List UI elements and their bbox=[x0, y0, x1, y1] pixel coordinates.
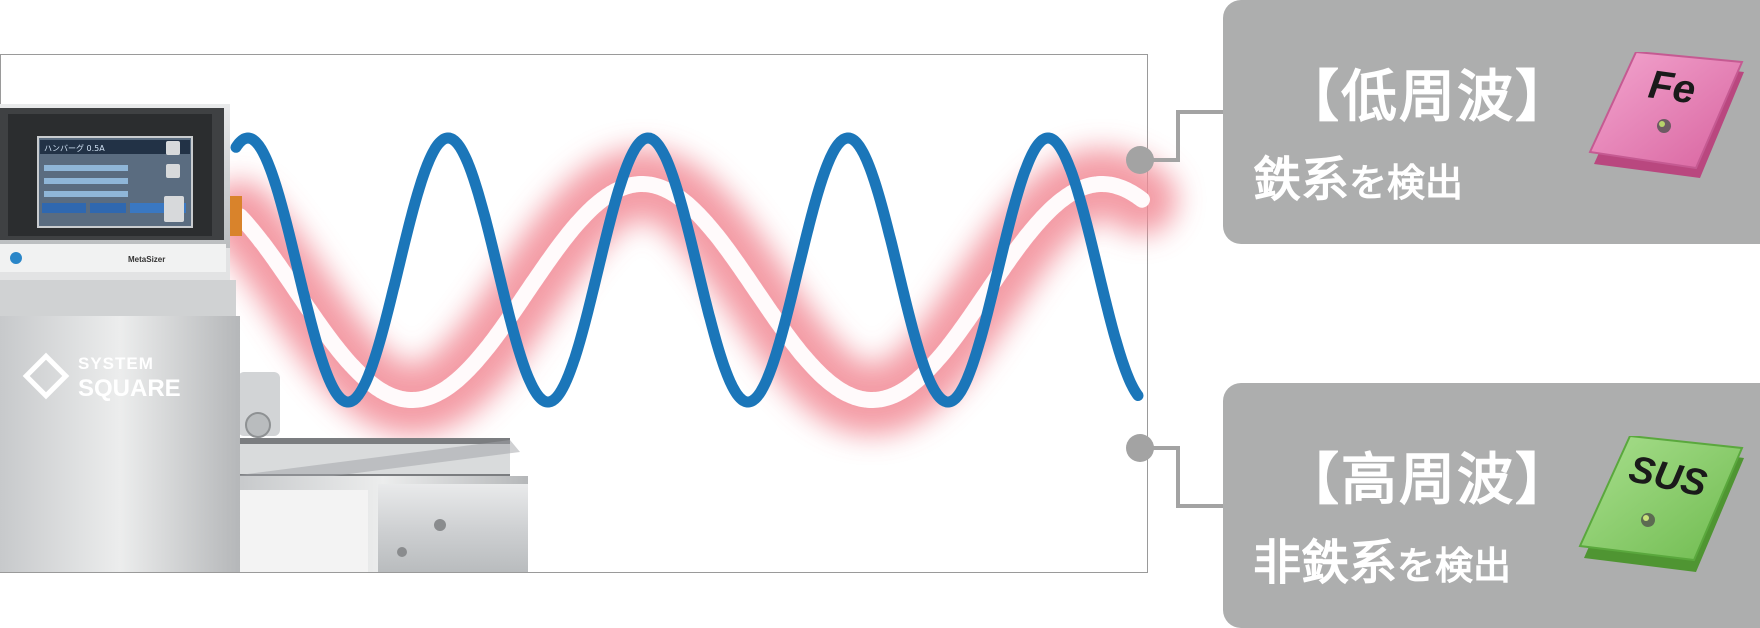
fe-chip-label: Fe bbox=[1646, 62, 1698, 112]
high-frequency-desc-main: 非鉄系 bbox=[1253, 535, 1398, 591]
low-frequency-desc-main: 鉄系 bbox=[1253, 152, 1350, 208]
high-frequency-title: 【高周波】 bbox=[1283, 448, 1573, 513]
high-frequency-desc: 非鉄系を検出 bbox=[1253, 523, 1511, 593]
high-frequency-desc-small: を検出 bbox=[1397, 544, 1512, 588]
conveyor bbox=[232, 372, 528, 572]
fe-sample-chip: Fe bbox=[1588, 52, 1744, 178]
screen-title: ハンバーグ 0.5A bbox=[44, 143, 105, 153]
machine-brand-logo: SYSTEM SQUARE MetaSizer ハンバーグ 0.5A bbox=[22, 143, 181, 402]
brand-line-2: SQUARE bbox=[78, 375, 181, 402]
high-frequency-coil bbox=[230, 132, 1144, 408]
low-frequency-desc: 鉄系を検出 bbox=[1253, 140, 1463, 210]
connector-low bbox=[1126, 110, 1223, 174]
sus-sample-chip: SUS bbox=[1578, 436, 1744, 572]
low-frequency-title: 【低周波】 bbox=[1283, 65, 1573, 130]
connector-high bbox=[1126, 434, 1223, 508]
metal-detector-machine bbox=[0, 104, 242, 572]
low-frequency-desc-small: を検出 bbox=[1349, 161, 1464, 205]
model-label: MetaSizer bbox=[128, 255, 165, 264]
brand-line-1: SYSTEM bbox=[78, 354, 154, 373]
